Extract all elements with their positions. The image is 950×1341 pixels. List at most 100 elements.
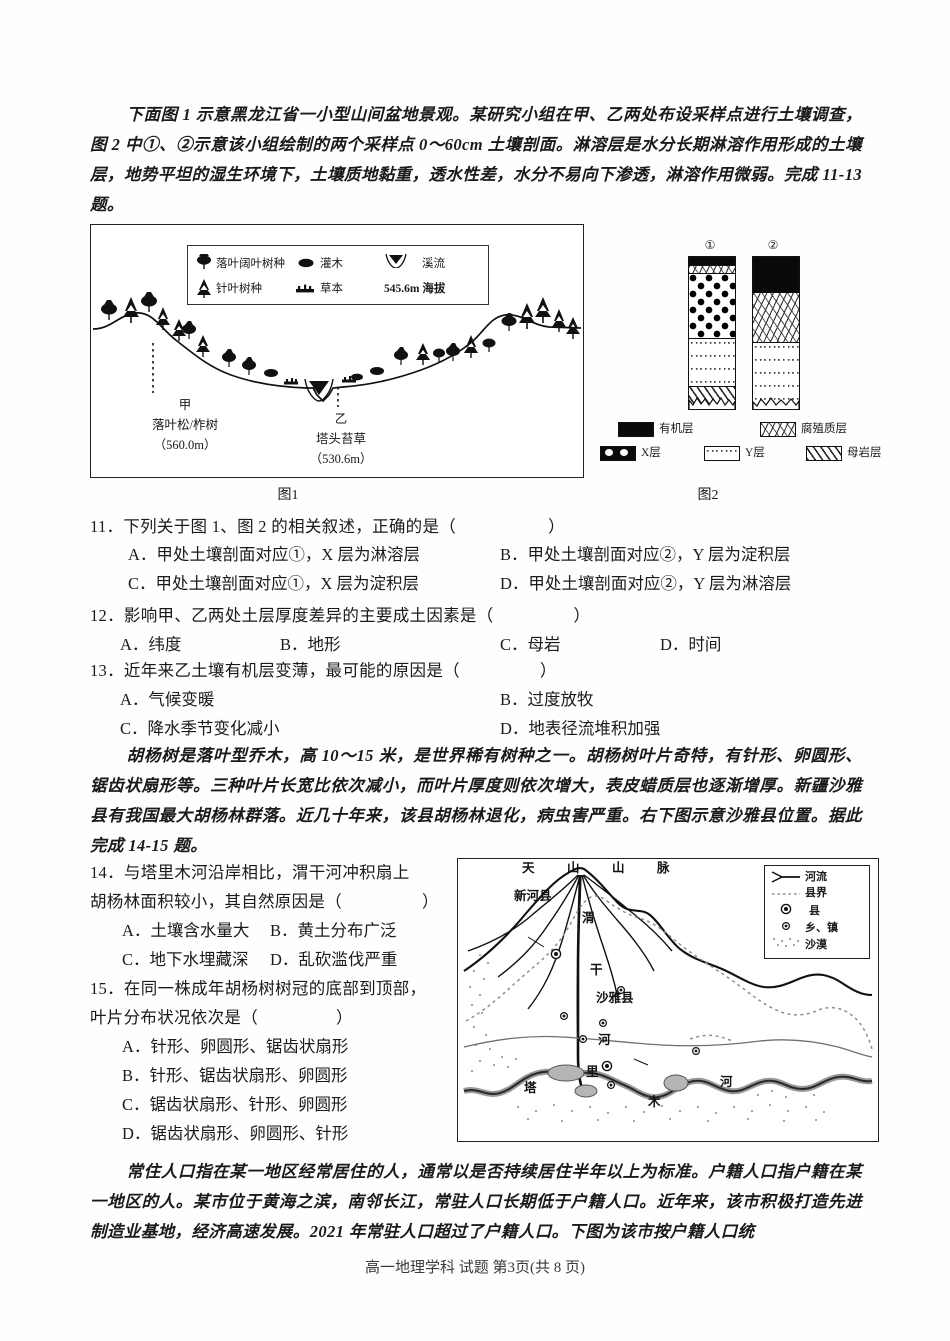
- soil-profile-2: [752, 256, 800, 410]
- legend-humus-group: 腐殖质层: [760, 420, 847, 437]
- terrain-profile-svg: [92, 292, 582, 407]
- legend-humus-label: 腐殖质层: [801, 423, 847, 435]
- profile-2-organic-layer: [753, 257, 799, 293]
- question-14-option-c[interactable]: C．地下水埋藏深: [122, 950, 249, 969]
- question-11-option-c[interactable]: C．甲处土壤剖面对应①，X 层为淀积层: [128, 574, 420, 593]
- profile-1-humus-layer: [689, 265, 735, 274]
- profile-1-label: ①: [704, 238, 716, 252]
- stream-marker: [304, 378, 334, 402]
- passage-3: 常住人口指在某一地区经常居住的人，通常以是否持续居住半年以上为标准。户籍人口指户…: [90, 1157, 862, 1247]
- question-13-option-d[interactable]: D．地表径流堆积加强: [500, 719, 661, 738]
- question-11-option-d[interactable]: D．甲处土壤剖面对应②，Y 层为淋溶层: [500, 574, 792, 593]
- question-15-option-d[interactable]: D．锯齿状扇形、卵圆形、针形: [122, 1124, 349, 1143]
- question-12-option-c[interactable]: C．母岩: [500, 635, 561, 654]
- question-13-number: 13: [90, 661, 108, 680]
- passage-1: 下面图 1 示意黑龙江省一小型山间盆地景观。某研究小组在甲、乙两处布设采样点进行…: [90, 100, 862, 220]
- map-label-river-he: 河: [720, 1075, 733, 1089]
- point-a-name: 甲: [178, 398, 192, 412]
- map-label-xinhe-county: 新河县: [514, 889, 552, 903]
- desert-stipple: [469, 954, 825, 1122]
- legend-county-label: 县: [809, 905, 820, 917]
- map-label-shaya-county: 沙雅县: [596, 991, 634, 1005]
- legend-label-conifer: 针叶树种: [216, 283, 262, 295]
- county-border-legend-icon: [772, 893, 800, 895]
- point-b-vegetation: 塔头苔草: [315, 432, 366, 446]
- map-legend: 河流 县界 县 乡、镇 沙漠: [764, 865, 870, 959]
- question-15-option-c[interactable]: C．锯齿状扇形、针形、卵圆形: [122, 1095, 348, 1114]
- question-14-option-d[interactable]: D．乱砍滥伐严重: [270, 950, 398, 969]
- shrub-icon: [298, 258, 314, 268]
- legend-river-label: 河流: [805, 871, 827, 883]
- passage-1-text: 下面图 1 示意黑龙江省一小型山间盆地景观。某研究小组在甲、乙两处布设采样点进行…: [90, 105, 862, 214]
- soil-profile-1: [688, 256, 736, 410]
- point-b-elevation: （530.6m）: [309, 452, 373, 466]
- question-14-text-2: 胡杨林面积较小，其自然原因是（: [90, 892, 342, 911]
- question-11-option-a[interactable]: A．甲处土壤剖面对应①，X 层为淋溶层: [128, 545, 420, 564]
- humus-layer-swatch: [760, 421, 796, 437]
- question-13-option-a[interactable]: A．气候变暖: [120, 690, 215, 709]
- legend-organic-group: 有机层: [618, 420, 694, 437]
- map-label-he: 河: [598, 1033, 611, 1047]
- broadleaf-symbols: [101, 292, 517, 375]
- passage-3-text: 常住人口指在某一地区经常居住的人，通常以是否持续居住半年以上为标准。户籍人口指户…: [90, 1162, 862, 1241]
- legend-label-herb: 草本: [320, 283, 343, 295]
- legend-y-group: Y层: [704, 444, 765, 461]
- figure-1-caption: 图1: [277, 488, 299, 503]
- legend-organic-label: 有机层: [659, 423, 694, 435]
- legend-label-elevation: 545.6m 海拔: [384, 283, 446, 295]
- question-15-option-b[interactable]: B．针形、锯齿状扇形、卵圆形: [122, 1066, 348, 1085]
- point-b-name: 乙: [334, 412, 348, 426]
- question-11-option-b[interactable]: B．甲处土壤剖面对应②，Y 层为淀积层: [500, 545, 791, 564]
- question-15-option-a[interactable]: A．针形、卵圆形、锯齿状扇形: [122, 1037, 349, 1056]
- legend-desert-label: 沙漠: [805, 939, 827, 951]
- question-12-stem: 12．影响甲、乙两处土层厚度差异的主要成土因素是（）: [90, 606, 591, 625]
- question-13-stem: 13．近年来乙土壤有机层变薄，最可能的原因是（）: [90, 661, 557, 680]
- profile-2-y-layer: [753, 343, 799, 409]
- figure-2-soil-profiles: ① ② 有机层 腐殖质层: [600, 238, 885, 478]
- herb-symbols: [284, 376, 356, 385]
- legend-township-label: 乡、镇: [805, 922, 838, 934]
- question-11-number: 11: [90, 517, 107, 536]
- question-12-option-b[interactable]: B．地形: [280, 635, 341, 654]
- figure-2-caption: 图2: [697, 488, 719, 503]
- map-svg: [463, 867, 873, 1122]
- question-12-option-d[interactable]: D．时间: [660, 635, 722, 654]
- legend-label-shrub: 灌木: [320, 258, 343, 270]
- figure-1-point-a-group: 甲 落叶松/柞树 （560.0m）: [125, 395, 245, 455]
- map-shaya-county: 天 山 山 脉 新河县 渭 干 沙雅县 河 塔 里 木 河 河流 县界 县: [457, 858, 879, 1142]
- question-14-number: 14: [90, 863, 108, 882]
- question-13-option-c[interactable]: C．降水季节变化减小: [120, 719, 280, 738]
- question-14-option-a[interactable]: A．土壤含水量大: [122, 921, 250, 940]
- county-legend-icon: [780, 903, 792, 915]
- question-13-text: 近年来乙土壤有机层变薄，最可能的原因是（: [123, 661, 460, 680]
- question-12-option-a[interactable]: A．纬度: [120, 635, 182, 654]
- profile-1-x-layer: [689, 274, 735, 338]
- broadleaf-icon: [197, 254, 211, 269]
- question-11-stem: 11．下列关于图 1、图 2 的相关叙述，正确的是（）: [90, 517, 565, 536]
- legend-label-broadleaf: 落叶阔叶树种: [216, 258, 285, 270]
- passage-2: 胡杨树是落叶型乔木，高 10～15 米，是世界稀有树种之一。胡杨树叶片奇特，有针…: [90, 741, 862, 861]
- herb-icon: [296, 284, 314, 293]
- point-a-elevation: （560.0m）: [153, 438, 217, 452]
- settlement-symbols: [550, 948, 701, 1090]
- question-14-text-1: 与塔里木河沿岸相比，渭干河冲积扇上: [123, 863, 410, 882]
- question-15-stem-line-1: 15．在同一株成年胡杨树树冠的底部到顶部，: [90, 979, 427, 998]
- map-label-tianshan: 天 山 山 脉: [522, 861, 680, 875]
- legend-x-label: X层: [641, 447, 661, 459]
- question-14-stem-line-2: 胡杨林面积较小，其自然原因是（）: [90, 892, 439, 911]
- question-12-number: 12: [90, 606, 108, 625]
- question-14-option-b[interactable]: B．黄土分布广泛: [270, 921, 397, 940]
- parent-rock-swatch: [806, 445, 842, 461]
- y-layer-swatch: [704, 445, 740, 461]
- map-label-wei: 渭: [582, 911, 595, 925]
- legend-y-label: Y层: [745, 447, 765, 459]
- river-legend-icon: [771, 871, 800, 883]
- x-layer-swatch: [600, 445, 636, 461]
- profile-2-label: ②: [767, 238, 779, 252]
- question-13-option-b[interactable]: B．过度放牧: [500, 690, 594, 709]
- organic-layer-swatch: [618, 421, 654, 437]
- figure-1-legend: 落叶阔叶树种 灌木 溪流 针叶树种 草本 545.6m 海拔: [187, 245, 489, 305]
- question-11-text: 下列关于图 1、图 2 的相关叙述，正确的是（: [123, 517, 457, 536]
- profile-1-organic-layer: [689, 257, 735, 265]
- legend-x-group: X层: [600, 444, 661, 461]
